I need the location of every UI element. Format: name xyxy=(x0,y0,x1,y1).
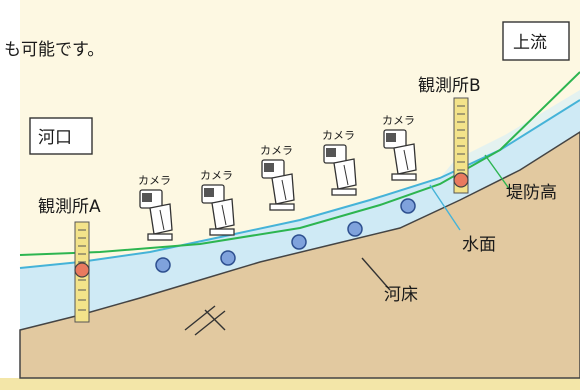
camera: カメラ xyxy=(200,169,235,236)
camera-label: カメラ xyxy=(260,144,293,157)
camera-detail xyxy=(221,204,227,226)
camera-lens xyxy=(264,163,274,172)
sensor-dot xyxy=(291,234,307,250)
camera-label: カメラ xyxy=(200,169,233,182)
camera-label: カメラ xyxy=(322,129,355,142)
station-a-label: 観測所A xyxy=(38,197,101,217)
camera-body xyxy=(211,198,235,230)
camera-lens xyxy=(204,188,214,197)
gauge-a-ticks xyxy=(78,229,86,311)
station-a-marker xyxy=(74,262,90,278)
camera: カメラ xyxy=(260,144,295,211)
leader-bed xyxy=(361,257,391,291)
levee-height-label: 堤防高 xyxy=(506,183,557,203)
levee-height-line xyxy=(19,71,580,256)
camera-lens xyxy=(386,133,396,142)
upstream-label: 上流 xyxy=(513,33,547,53)
river-mouth-box xyxy=(29,117,93,155)
bottom-strip xyxy=(0,378,580,390)
camera-body xyxy=(149,203,173,235)
ground xyxy=(19,131,580,379)
camera-base xyxy=(209,228,235,236)
camera-base xyxy=(331,188,357,196)
river-bed-label: 河床 xyxy=(384,285,418,305)
camera: カメラ xyxy=(322,129,357,196)
gauge-a xyxy=(74,221,90,323)
gauge-b-ticks xyxy=(457,105,465,171)
camera-label: カメラ xyxy=(382,114,415,127)
camera-group: カメラカメラカメラカメラカメラ xyxy=(138,114,417,241)
camera-detail xyxy=(281,179,287,201)
camera: カメラ xyxy=(138,174,173,241)
camera-label: カメラ xyxy=(138,174,171,187)
camera-detail xyxy=(343,164,349,186)
station-b-label: 観測所B xyxy=(418,76,481,96)
camera-detail xyxy=(159,209,165,231)
water-surface-label: 水面 xyxy=(462,235,496,255)
sensor-dot xyxy=(155,257,171,273)
leader-levee xyxy=(484,154,511,191)
camera-lens xyxy=(326,148,336,157)
gauge-b xyxy=(453,97,469,194)
river-mouth-label: 河口 xyxy=(38,128,72,148)
upstream-box xyxy=(502,21,570,61)
camera-lens xyxy=(142,193,152,202)
station-b-marker xyxy=(453,172,469,188)
sensor-dots xyxy=(155,198,416,273)
water-surface-line xyxy=(19,99,580,269)
page-margin xyxy=(0,0,20,390)
camera-base xyxy=(147,233,173,241)
sensor-dot xyxy=(400,198,416,214)
riverbed-hatch xyxy=(184,305,226,336)
camera-body xyxy=(393,143,417,175)
camera-body xyxy=(271,173,295,205)
embankment xyxy=(440,90,580,178)
camera-body xyxy=(333,158,357,190)
camera-base xyxy=(269,203,295,211)
water-body xyxy=(20,100,580,330)
camera-detail xyxy=(403,149,409,171)
sensor-dot xyxy=(347,221,363,237)
leader-lines xyxy=(361,154,511,291)
camera-base xyxy=(391,173,417,181)
camera: カメラ xyxy=(382,114,417,181)
leader-water xyxy=(429,184,461,231)
sensor-dot xyxy=(220,250,236,266)
header-fragment: も可能です。 xyxy=(4,40,104,60)
